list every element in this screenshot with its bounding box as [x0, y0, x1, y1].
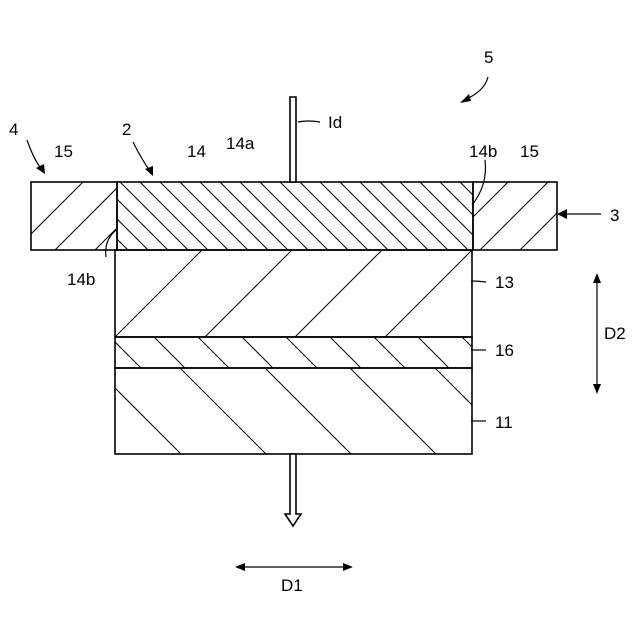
hatch-line-14: [400, 182, 468, 250]
label-ref-14: 14: [187, 142, 206, 161]
layer-11: [95, 368, 525, 458]
hatch-line-16: [330, 337, 361, 368]
hatch-line-14: [220, 182, 288, 250]
hatch-line-14: [300, 182, 368, 250]
label-ref-14b-right: 14b: [469, 142, 497, 161]
label-ref-11: 11: [495, 413, 513, 432]
label-current-id: Id: [328, 113, 342, 132]
label-ref-2: 2: [122, 120, 131, 139]
hatch-line-14: [320, 182, 388, 250]
hatch-line-16: [374, 337, 405, 368]
hatch-line-14: [420, 182, 488, 250]
hatch-line-16: [198, 337, 229, 368]
hatch-line-14: [340, 182, 408, 250]
hatch-line-14: [80, 182, 148, 250]
label-direction-d1: D1: [281, 576, 303, 595]
layer-16: [110, 337, 493, 368]
hatch-line-16: [462, 337, 493, 368]
hatch-line-14: [200, 182, 268, 250]
right-region-15: [440, 180, 590, 250]
label-ref-14a: 14a: [226, 134, 255, 153]
direction-arrow-d2: [593, 273, 601, 394]
direction-arrow-d1: [235, 563, 353, 571]
current-arrow-out: [285, 454, 301, 526]
label-ref-16: 16: [495, 341, 514, 360]
hatch-line-16: [286, 337, 317, 368]
hatch-line-14: [120, 182, 188, 250]
hatch-line-14: [280, 182, 348, 250]
hatch-line-14: [100, 182, 168, 250]
layer-14: [60, 182, 548, 250]
hatch-line-14: [460, 182, 528, 250]
label-ref-3: 3: [610, 206, 619, 225]
left-region-15: [15, 180, 165, 250]
label-ref-15-right: 15: [520, 142, 539, 161]
label-ref-4: 4: [9, 120, 18, 139]
hatch-line-14: [140, 182, 208, 250]
hatch-line-14: [260, 182, 328, 250]
hatch-line-14: [360, 182, 428, 250]
hatch-line-16: [154, 337, 185, 368]
hatch-line-14: [380, 182, 448, 250]
layer-13: [115, 247, 475, 337]
label-device-5: 5: [484, 48, 493, 67]
label-ref-14b-left: 14b: [67, 270, 95, 289]
hatch-line-16: [418, 337, 449, 368]
label-ref-15-left: 15: [54, 142, 73, 161]
label-direction-d2: D2: [604, 324, 626, 343]
current-arrow-in: [290, 97, 296, 182]
label-ref-13: 13: [495, 273, 514, 292]
hatch-line-14: [240, 182, 308, 250]
hatch-line-16: [242, 337, 273, 368]
hatch-line-14: [160, 182, 228, 250]
hatch-line-14: [180, 182, 248, 250]
